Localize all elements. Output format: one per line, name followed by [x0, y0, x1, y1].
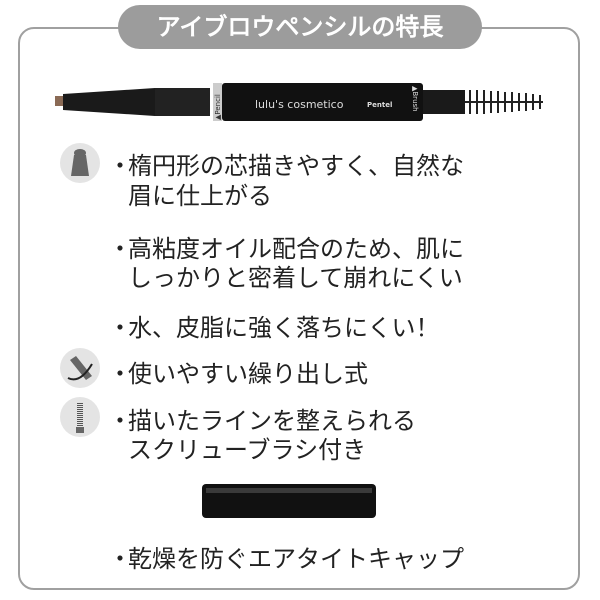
page-title: アイブロウペンシルの特長 [118, 5, 482, 49]
feature-3-line-1: ・水、皮脂に強く落ちにくい！ [108, 314, 440, 342]
feature-1-line-2: 眉に仕上がる [128, 182, 272, 210]
screw-brush-icon [60, 397, 100, 437]
twist-up-icon [60, 348, 100, 388]
maker-label: Pentel [367, 101, 392, 109]
feature-2-line-2: しっかりと密着して崩れにくい [128, 264, 463, 292]
feature-5-line-2: スクリューブラシ付き [128, 436, 367, 464]
pencil-tip-icon [60, 143, 100, 183]
brush-end-label: ▲Brush [411, 86, 419, 112]
feature-5-line-1: ・描いたラインを整えられる [108, 407, 416, 435]
feature-4-line-1: ・使いやすい繰り出し式 [108, 360, 368, 388]
feature-1-line-1: ・楕円形の芯描きやすく、自然な [108, 152, 464, 180]
feature-6-line-1: ・乾燥を防ぐエアタイトキャップ [108, 545, 464, 573]
airtight-cap-image [202, 484, 376, 518]
eyebrow-pencil-image: ▲Pencil lulu's cosmetico Pentel ▲Brush [55, 83, 543, 121]
pencil-end-label: ▲Pencil [214, 94, 222, 120]
feature-2-line-1: ・高粘度オイル配合のため、肌に [108, 235, 464, 263]
brand-label: lulu's cosmetico [255, 98, 344, 111]
